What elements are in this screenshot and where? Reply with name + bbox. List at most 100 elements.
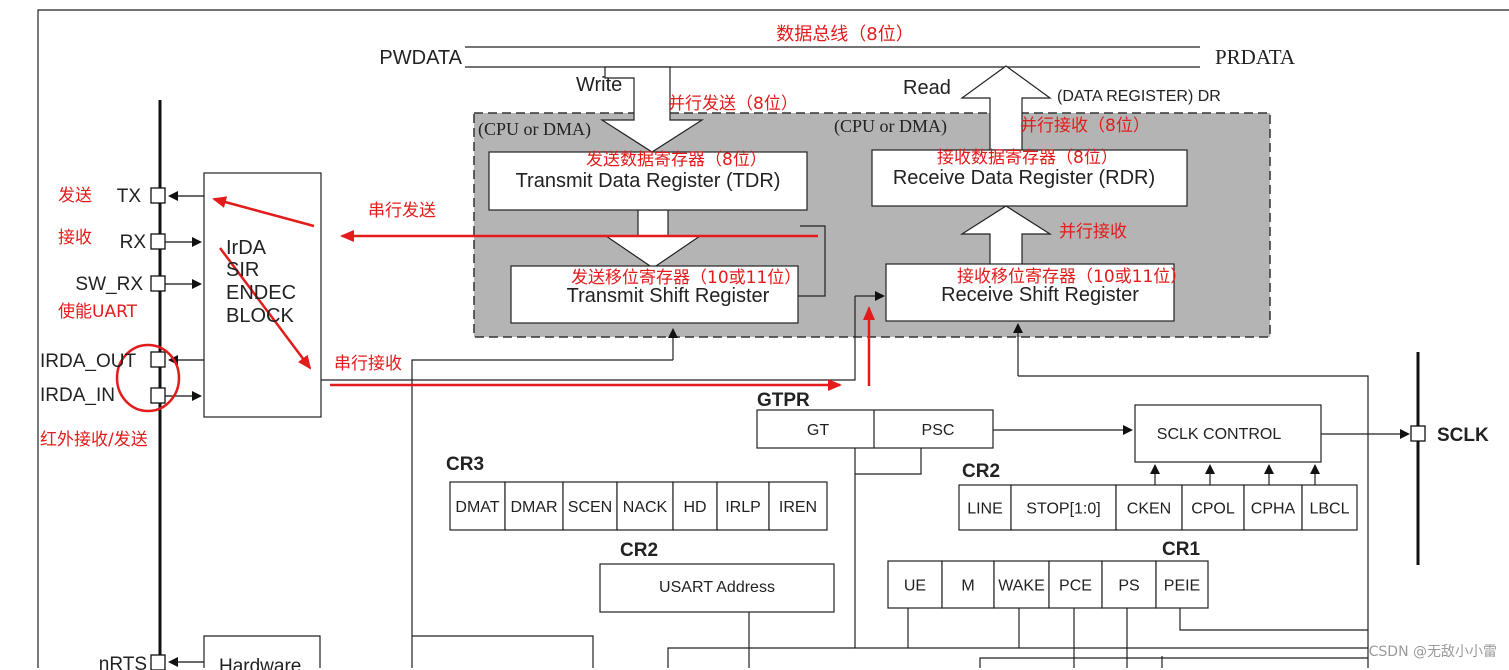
rdr-label: Receive Data Register (RDR) xyxy=(893,167,1155,189)
cr1-cell xyxy=(887,560,943,609)
irda-line2: SIR xyxy=(226,259,259,281)
rsr-to-rdr-arrow xyxy=(959,205,1053,266)
cr2-top-title: CR2 xyxy=(962,461,1000,482)
note-parallel-send: 并行发送（8位） xyxy=(668,94,798,114)
read-bus-arrow xyxy=(960,65,1052,151)
cr1-bit-pce: PCE xyxy=(1059,577,1092,594)
cr1-bit-m: M xyxy=(961,577,974,594)
hardware-block xyxy=(203,635,321,668)
cr1-bit-ue: UE xyxy=(904,577,926,594)
irda-circle xyxy=(115,343,181,413)
note-ir-recv-send: 红外接收/发送 xyxy=(40,430,148,450)
cpu-dma-right: (CPU or DMA) xyxy=(834,116,947,137)
cr2-bit-stop10: STOP[1:0] xyxy=(1026,500,1100,517)
pwdata-label: PWDATA xyxy=(379,47,462,69)
cr3-bit-dmar: DMAR xyxy=(510,499,557,516)
cr3-cell xyxy=(616,481,674,531)
cr3-bit-hd: HD xyxy=(683,499,706,516)
write-label: Write xyxy=(576,74,622,96)
sclk-control-box xyxy=(1134,404,1322,463)
pin-nrts-label: nRTS xyxy=(99,654,147,670)
cr3-bit-nack: NACK xyxy=(623,499,668,516)
cr3-bit-irlp: IRLP xyxy=(725,499,761,516)
read-label: Read xyxy=(903,77,951,99)
cr3-bit-scen: SCEN xyxy=(568,499,612,516)
cr3-title: CR3 xyxy=(446,454,484,475)
pin-irdaout-label: IRDA_OUT xyxy=(40,351,136,372)
cr2-bit-lbcl: LBCL xyxy=(1309,500,1349,517)
cr3-cell xyxy=(672,481,718,531)
cr1-bit-wake: WAKE xyxy=(998,577,1045,594)
cr1-register: UE M WAKE PCE PS PEIE xyxy=(887,560,1209,609)
cr3-bit-iren: IREN xyxy=(779,499,817,516)
annotation-arrows xyxy=(212,196,875,391)
irda-line1: IrDA xyxy=(226,237,267,259)
internal-wiring xyxy=(321,225,1410,668)
cr2-cell xyxy=(1243,484,1303,531)
prdata-label: PRDATA xyxy=(1215,45,1296,69)
watermark: CSDN @无敌小小雷 xyxy=(1369,644,1497,660)
cr2-bit-cken: CKEN xyxy=(1127,500,1171,517)
note-rsr: 接收移位寄存器（10或11位） xyxy=(957,267,1187,287)
cr2-cell xyxy=(958,484,1012,531)
pin-irdain-label: IRDA_IN xyxy=(40,385,115,406)
rsr-label: Receive Shift Register xyxy=(941,284,1139,306)
irda-line3: ENDEC xyxy=(226,282,296,304)
pin-tx-label: TX xyxy=(117,186,142,207)
note-recv: 接收 xyxy=(58,228,92,248)
gtpr-gt: GT xyxy=(807,422,829,439)
cr1-title: CR1 xyxy=(1162,539,1200,560)
rsr-box xyxy=(885,263,1175,322)
usart-address-label: USART Address xyxy=(659,579,775,596)
cr2-bit-line: LINE xyxy=(967,500,1003,517)
cr2-addr-title: CR2 xyxy=(620,540,658,561)
cr1-cell xyxy=(1155,560,1209,609)
cr3-cell xyxy=(768,481,828,531)
gtpr-title: GTPR xyxy=(757,390,810,411)
cr1-bit-ps: PS xyxy=(1118,577,1139,594)
tdr-label: Transmit Data Register (TDR) xyxy=(516,170,781,192)
cr2-bit-cpha: CPHA xyxy=(1251,500,1296,517)
cr2-register: LINE STOP[1:0] CKEN CPOL CPHA LBCL xyxy=(958,484,1358,531)
note-tdr: 发送数据寄存器（8位） xyxy=(586,150,767,170)
cr3-cell xyxy=(504,481,564,531)
cr3-cell xyxy=(449,481,506,531)
cr1-bit-peie: PEIE xyxy=(1164,577,1200,594)
cr3-register: DMAT DMAR SCEN NACK HD IRLP IREN xyxy=(449,481,828,531)
cr3-cell xyxy=(716,481,770,531)
note-send: 发送 xyxy=(58,186,92,206)
sclk-control-label: SCLK CONTROL xyxy=(1157,426,1282,443)
cr2-cell xyxy=(1115,484,1183,531)
data-bus-note: 数据总线（8位） xyxy=(776,24,913,45)
tdr-box xyxy=(488,151,808,211)
outer-frame xyxy=(37,9,1509,668)
usart-address-box xyxy=(599,563,835,613)
note-parallel-recv-top: 并行接收（8位） xyxy=(1020,116,1150,136)
note-tsr: 发送移位寄存器（10或11位） xyxy=(571,268,801,288)
note-enable-uart: 使能UART xyxy=(58,301,138,322)
irda-block xyxy=(203,172,322,418)
pin-sclk-label: SCLK xyxy=(1437,425,1489,446)
note-parallel-recv-mid: 并行接收 xyxy=(1059,222,1127,242)
data-bus xyxy=(465,46,1200,68)
hardware-label: Hardware xyxy=(219,656,301,670)
tsr-box xyxy=(510,265,799,324)
write-bus-arrow xyxy=(599,66,705,153)
irda-line4: BLOCK xyxy=(226,305,294,327)
pin-rx-label: RX xyxy=(120,232,147,253)
rdr-box xyxy=(871,149,1188,207)
cr3-cell xyxy=(562,481,618,531)
gtpr-psc: PSC xyxy=(922,422,955,439)
note-serial-send: 串行发送 xyxy=(368,201,436,221)
cr2-bit-cpol: CPOL xyxy=(1191,500,1235,517)
cr3-bit-dmat: DMAT xyxy=(455,499,499,516)
pin-arrows xyxy=(165,191,204,667)
note-rdr: 接收数据寄存器（8位） xyxy=(937,148,1118,168)
gtpr-box xyxy=(756,409,994,449)
tsr-label: Transmit Shift Register xyxy=(567,285,770,307)
cr1-cell xyxy=(993,560,1050,609)
cr2-cell xyxy=(1301,484,1358,531)
pin-swrx-label: SW_RX xyxy=(75,274,143,295)
note-serial-recv: 串行接收 xyxy=(334,354,402,374)
